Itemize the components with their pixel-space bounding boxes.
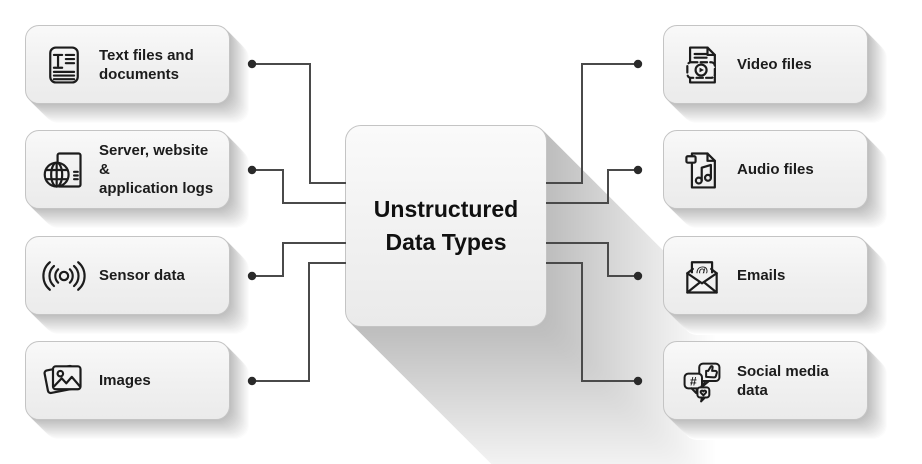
card-label: Sensor data <box>99 267 185 284</box>
text-document-icon <box>36 37 92 93</box>
images-icon <box>36 353 92 409</box>
card-text-files: Text files and documents <box>25 25 230 104</box>
card-label: Video files <box>737 56 812 73</box>
sensor-signal-icon <box>36 248 92 304</box>
card-label: Images <box>99 372 151 389</box>
card-label: Emails <box>737 267 786 284</box>
globe-logs-icon <box>36 142 92 198</box>
card-label: Audio files <box>737 161 814 178</box>
hash-glyph: # <box>690 374 697 388</box>
card-audio-files: Audio files <box>663 130 868 209</box>
card-social-media: # Social media data <box>663 341 868 420</box>
card-video-files: Video files <box>663 25 868 104</box>
card-label: Text files and documents <box>99 46 194 83</box>
social-media-icon: # <box>674 353 730 409</box>
audio-file-icon <box>674 142 730 198</box>
card-emails: @ Emails <box>663 236 868 315</box>
card-server-logs: Server, website & application logs <box>25 130 230 209</box>
center-node: Unstructured Data Types <box>345 125 547 327</box>
card-label: Server, website & application logs <box>99 142 214 197</box>
card-images: Images <box>25 341 230 420</box>
video-file-icon <box>674 37 730 93</box>
card-label: Social media data <box>737 362 829 399</box>
card-sensor-data: Sensor data <box>25 236 230 315</box>
diagram-title: Unstructured Data Types <box>373 196 519 255</box>
email-icon: @ <box>674 248 730 304</box>
